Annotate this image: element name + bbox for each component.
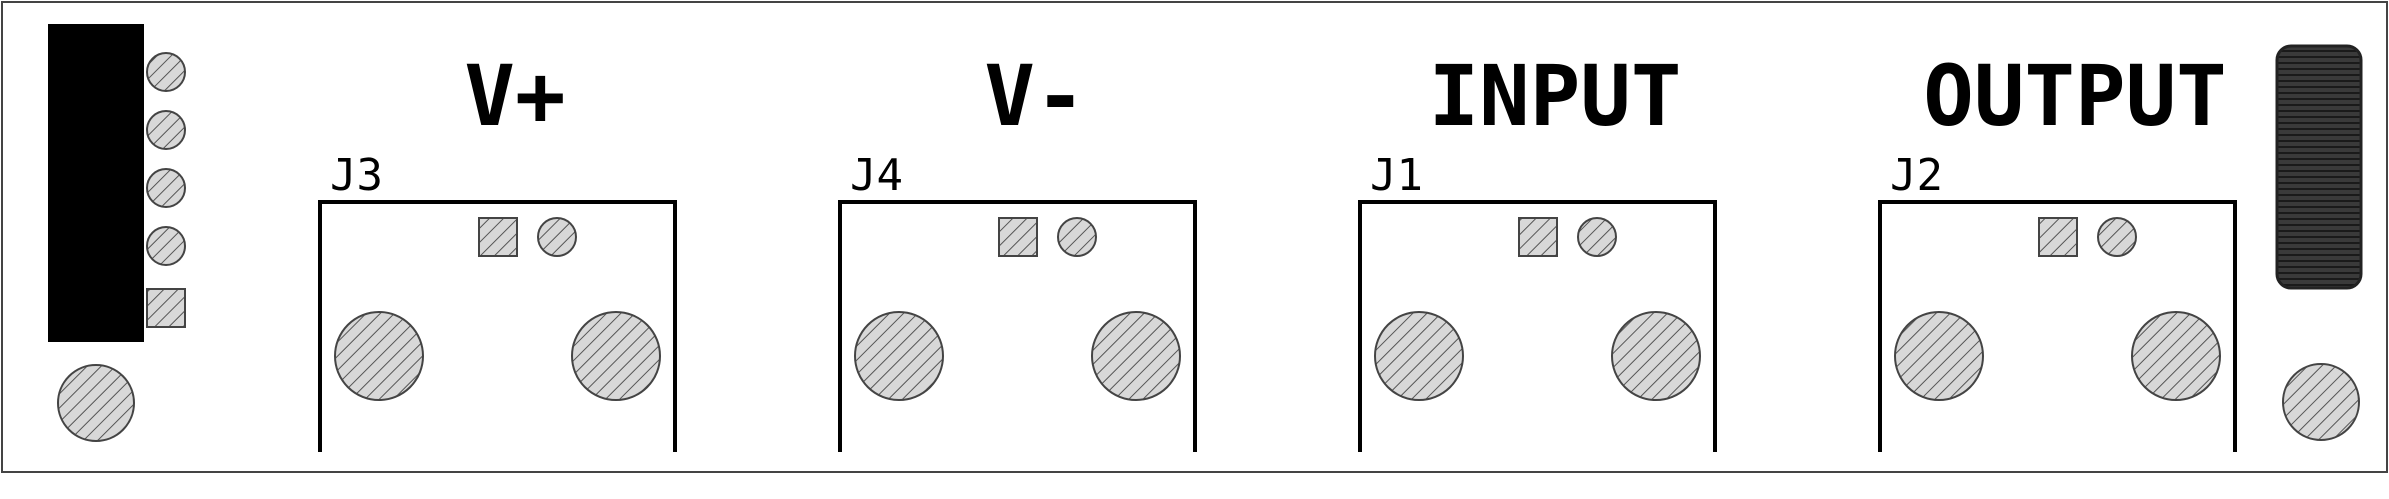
connector-ref: J4 <box>850 150 903 201</box>
connector-outline <box>838 200 1197 452</box>
connector-label: V+ <box>464 47 565 145</box>
header-pad-3 <box>146 168 186 208</box>
right-component-body <box>2275 44 2363 290</box>
connector-outline <box>1878 200 2237 452</box>
connector-mount-left <box>854 311 944 401</box>
connector-pad-round <box>1577 217 1617 257</box>
connector-pad-square <box>478 217 518 257</box>
connector-pad-round <box>1057 217 1097 257</box>
mounting-hole-right <box>2282 363 2360 441</box>
header-pad-square <box>146 288 186 328</box>
header-body <box>48 24 144 342</box>
connector-mount-right <box>1611 311 1701 401</box>
connector-ref: J3 <box>330 150 383 201</box>
connector-ref: J1 <box>1370 150 1423 201</box>
header-pad-1 <box>146 52 186 92</box>
connector-j3: V+ J3 <box>318 47 677 452</box>
connector-mount-left <box>1374 311 1464 401</box>
header-pad-4 <box>146 226 186 266</box>
connector-label: V- <box>984 47 1085 145</box>
connector-j2: OUTPUT J2 <box>1878 47 2237 452</box>
connector-mount-left <box>1894 311 1984 401</box>
connector-outline <box>1358 200 1717 452</box>
connector-mount-right <box>2131 311 2221 401</box>
connector-pad-square <box>1518 217 1558 257</box>
mounting-hole-left <box>57 364 135 442</box>
connector-mount-left <box>334 311 424 401</box>
connector-pad-round <box>2097 217 2137 257</box>
connector-mount-right <box>571 311 661 401</box>
connector-j1: INPUT J1 <box>1358 47 1717 452</box>
header-pad-2 <box>146 110 186 150</box>
connector-pad-square <box>998 217 1038 257</box>
connector-label: INPUT <box>1429 47 1682 145</box>
connector-pad-round <box>537 217 577 257</box>
connector-outline <box>318 200 677 452</box>
connector-mount-right <box>1091 311 1181 401</box>
connector-pad-square <box>2038 217 2078 257</box>
connector-ref: J2 <box>1890 150 1943 201</box>
connector-label: OUTPUT <box>1923 47 2226 145</box>
connector-j4: V- J4 <box>838 47 1197 452</box>
